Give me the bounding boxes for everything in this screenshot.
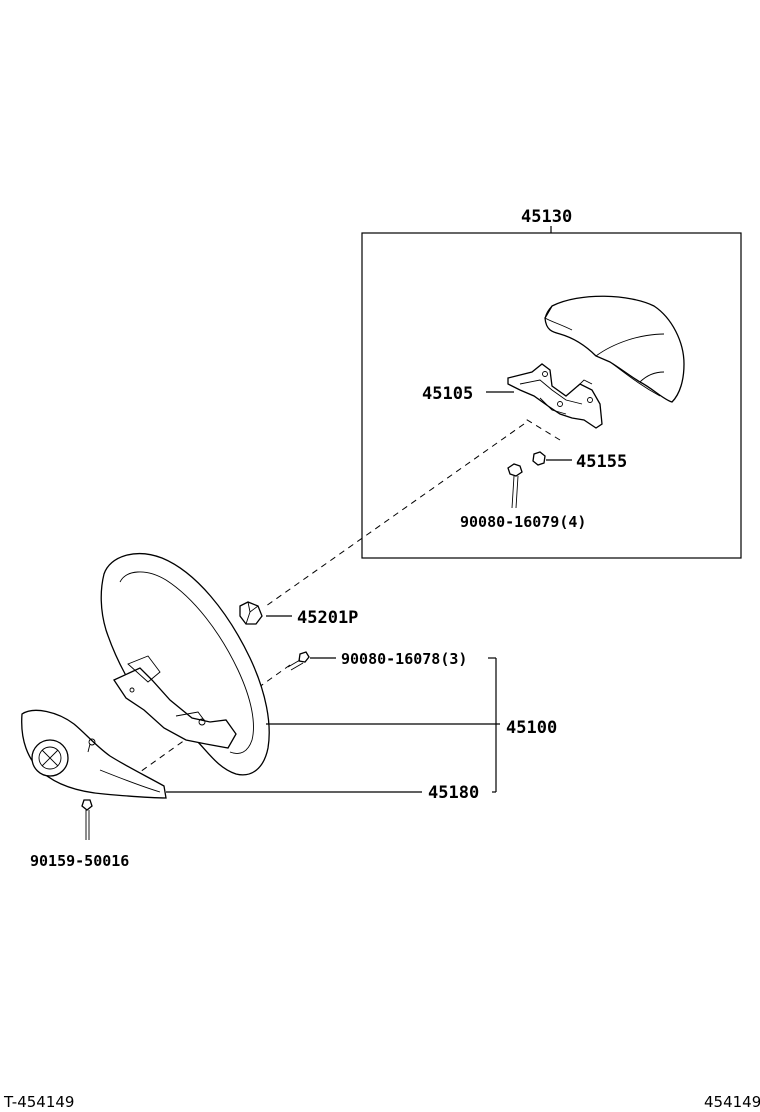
part-label-90159-50016[interactable]: 90159-50016 <box>30 852 129 870</box>
horn-pad-drawing <box>544 295 685 403</box>
wheel-screw-drawing <box>287 651 310 671</box>
steering-wheel-drawing <box>100 553 270 776</box>
part-label-45155[interactable]: 45155 <box>576 452 627 472</box>
footer-code-left: T-454149 <box>3 1093 74 1111</box>
bracket-bolt-drawing <box>507 463 523 509</box>
guide-line-lower <box>523 417 561 441</box>
bracket-nut-drawing <box>532 451 546 466</box>
part-label-45105[interactable]: 45105 <box>422 384 473 404</box>
part-label-45201P[interactable]: 45201P <box>297 608 358 628</box>
cover-screw-drawing <box>81 799 93 840</box>
horn-bracket-drawing <box>507 363 603 429</box>
lower-cover-drawing <box>21 709 167 799</box>
wheel-nut-drawing <box>239 601 263 625</box>
part-label-45180[interactable]: 45180 <box>428 783 479 803</box>
group-bracket <box>488 657 497 793</box>
part-label-45100[interactable]: 45100 <box>506 718 557 738</box>
footer-code-right: 454149 <box>704 1093 760 1111</box>
part-label-90080-16078[interactable]: 90080-16078(3) <box>341 650 467 668</box>
guide-line-pad <box>265 423 525 607</box>
part-label-90080-16079[interactable]: 90080-16079(4) <box>460 513 586 531</box>
pad-assembly-box <box>361 226 742 559</box>
part-label-45130[interactable]: 45130 <box>521 207 572 227</box>
